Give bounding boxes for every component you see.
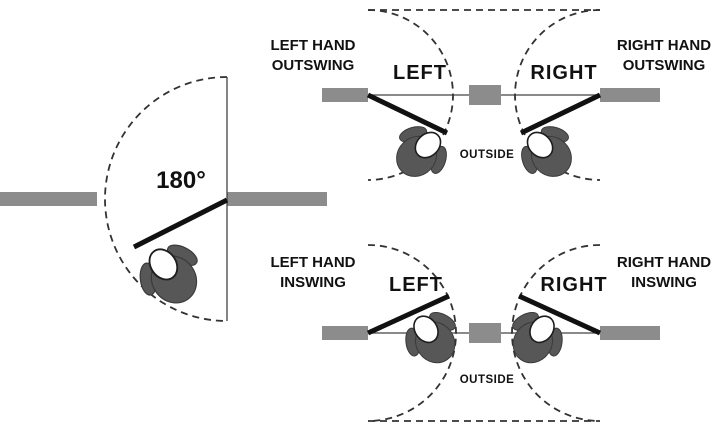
caption-line: RIGHT HAND xyxy=(616,37,712,54)
swing-arc-left xyxy=(367,244,457,422)
wall-segment xyxy=(322,88,368,102)
person-figure xyxy=(379,112,461,194)
caption-line: RIGHT HAND xyxy=(616,254,712,271)
outswing-left-door-label: LEFT xyxy=(393,62,447,84)
wall-segment xyxy=(227,192,327,206)
main-180-diagram xyxy=(0,76,327,322)
wall-segment xyxy=(322,326,368,340)
center-wall-segment xyxy=(469,85,501,105)
swing-arc-right xyxy=(511,244,601,422)
wall-segment xyxy=(0,192,97,206)
inswing-right-door-label: RIGHT xyxy=(540,274,608,296)
door-leaf xyxy=(132,197,229,250)
caption-left-hand-outswing: LEFT HAND OUTSWING xyxy=(261,36,365,76)
swing-arc-right xyxy=(514,9,601,181)
person-figure xyxy=(391,299,474,379)
inswing-left-door-label: LEFT xyxy=(389,274,443,296)
caption-line: LEFT HAND xyxy=(270,254,356,271)
caption-right-hand-outswing: RIGHT HAND OUTSWING xyxy=(611,36,717,76)
person-figure xyxy=(494,299,577,379)
caption-line: INSWING xyxy=(280,274,346,291)
door-leaf-left xyxy=(366,92,449,136)
caption-right-hand-inswing: RIGHT HAND INSWING xyxy=(611,253,717,293)
center-wall-segment xyxy=(469,323,501,343)
caption-line: OUTSWING xyxy=(271,57,355,74)
angle-label: 180° xyxy=(156,167,206,194)
caption-left-hand-inswing: LEFT HAND INSWING xyxy=(261,253,365,293)
swing-arc-left xyxy=(367,9,454,181)
inswing-outside-label: OUTSIDE xyxy=(459,374,515,386)
caption-line: INSWING xyxy=(631,274,697,291)
outswing-diagrams xyxy=(322,9,660,194)
swing-arc xyxy=(104,76,228,322)
caption-line: LEFT HAND xyxy=(270,37,356,54)
outswing-outside-label: OUTSIDE xyxy=(459,149,515,161)
door-leaf-right xyxy=(519,92,602,136)
wall-segment xyxy=(600,326,660,340)
person-figure xyxy=(507,112,589,194)
outswing-right-door-label: RIGHT xyxy=(530,62,598,84)
door-leaf-left xyxy=(366,293,451,336)
inswing-diagrams xyxy=(322,244,660,422)
wall-segment xyxy=(600,88,660,102)
caption-line: OUTSWING xyxy=(622,57,706,74)
door-leaf-right xyxy=(517,293,602,336)
